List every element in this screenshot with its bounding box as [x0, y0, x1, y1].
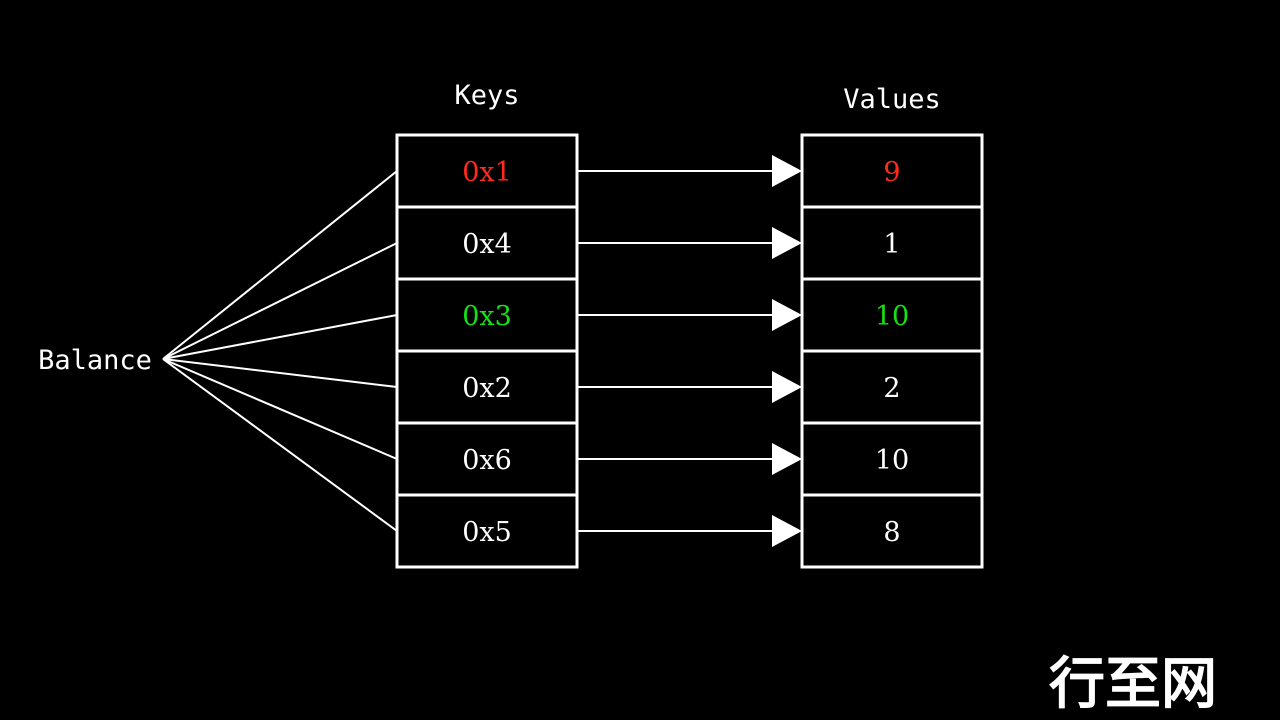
fan-line — [162, 170, 398, 360]
key-text: 0x6 — [462, 445, 512, 476]
fan-line — [162, 242, 398, 360]
arrow-head — [772, 443, 802, 475]
key-text: 0x1 — [462, 157, 512, 188]
key-text: 0x4 — [462, 229, 512, 260]
fan-line — [162, 358, 398, 388]
value-cell — [800, 493, 984, 569]
arrows — [577, 155, 802, 547]
balance-label: Balance — [38, 345, 152, 376]
fan-line — [162, 314, 398, 360]
value-cell — [800, 133, 984, 209]
value-text: 2 — [883, 373, 900, 404]
arrow-head — [772, 227, 802, 259]
key-text: 0x2 — [462, 373, 512, 404]
fan-lines — [162, 170, 398, 532]
key-text: 0x5 — [462, 517, 512, 548]
value-text: 1 — [883, 229, 900, 260]
values-header: Values — [843, 84, 941, 115]
value-cell — [800, 421, 984, 497]
key-text: 0x3 — [462, 301, 512, 332]
value-cell — [800, 205, 984, 281]
value-cell — [800, 277, 984, 353]
value-text: 10 — [875, 301, 909, 332]
fan-line — [162, 358, 398, 460]
arrow-head — [772, 155, 802, 187]
arrow-head — [772, 371, 802, 403]
value-text: 10 — [875, 445, 909, 476]
arrow-head — [772, 299, 802, 331]
key-cell — [395, 493, 579, 569]
value-text: 8 — [883, 517, 900, 548]
arrow-head — [772, 515, 802, 547]
value-text: 9 — [883, 157, 900, 188]
values-column: 9 1 10 2 10 8 — [800, 133, 984, 569]
keys-header: Keys — [454, 80, 519, 111]
value-cell — [800, 349, 984, 425]
watermark-logo: 行至网 — [1049, 652, 1217, 717]
key-cell — [395, 421, 579, 497]
fan-line — [162, 358, 398, 532]
keys-column: 0x1 0x4 0x3 0x2 0x6 0x5 — [395, 133, 579, 569]
